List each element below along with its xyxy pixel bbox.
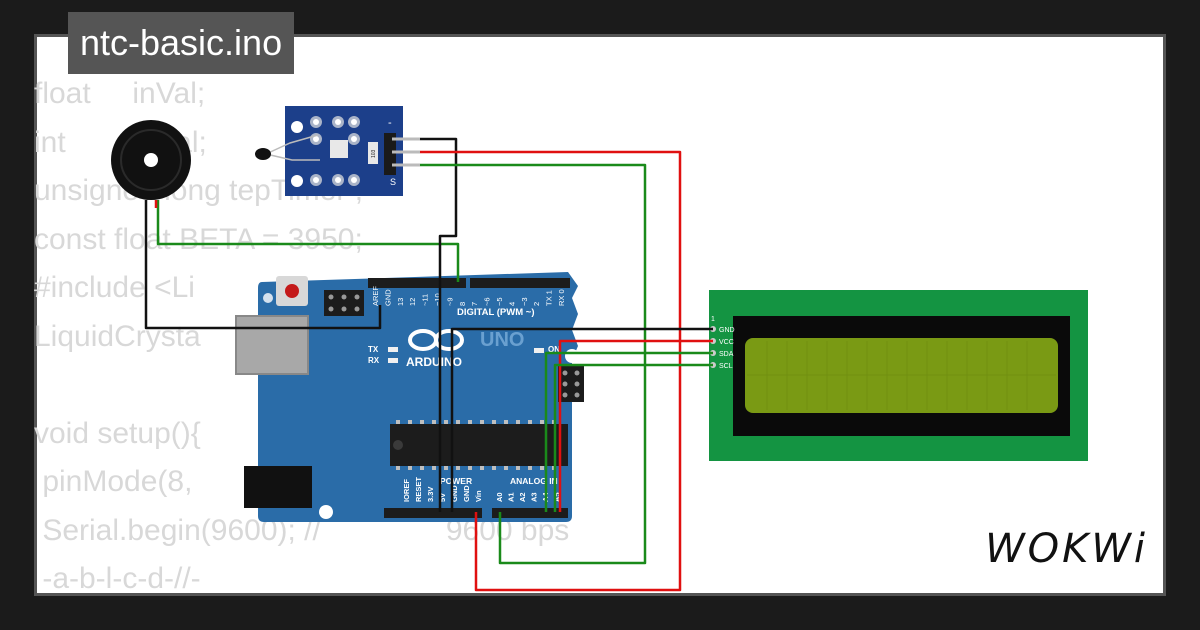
chip-pin	[516, 466, 520, 470]
code-line: LiquidCrysta	[34, 319, 201, 353]
lcd-pin-gnd: GND	[719, 327, 735, 334]
pin-label: GND	[383, 289, 392, 306]
pin-label: 8	[458, 302, 467, 306]
uno-label: UNO	[480, 329, 524, 351]
pin-label: IOREF	[402, 479, 411, 502]
lcd-pin-index: 1	[711, 316, 715, 323]
chip-pin	[432, 420, 436, 424]
code-line: const float BETA = 3950;	[34, 222, 363, 256]
pin-label: GND	[450, 485, 459, 502]
pin-label: ~10	[433, 293, 442, 306]
chip-pin	[468, 420, 472, 424]
lcd-display-icon[interactable]: 1 GND VCC SDA SCL	[709, 290, 1088, 461]
buzzer-icon[interactable]	[111, 120, 191, 200]
chip-pin	[504, 420, 508, 424]
ntc-pin-minus: -	[388, 117, 392, 129]
tx-label: TX	[368, 345, 379, 354]
resistor-label: 103	[371, 149, 377, 158]
wire-lcd-gnd	[450, 327, 713, 512]
lcd-pin-scl: SCL	[719, 363, 733, 370]
wire-lcd-vcc	[558, 339, 713, 512]
chip-pin	[540, 420, 544, 424]
chip-pin	[408, 420, 412, 424]
chip-pin	[540, 466, 544, 470]
code-line: -a-b-l-c-d-//-	[34, 562, 201, 595]
pin-label: ~11	[421, 294, 430, 306]
pin-label: 5V	[438, 493, 447, 502]
wire-buzzer-gnd	[144, 200, 382, 330]
wires	[144, 137, 713, 592]
pin-label: RX 0	[557, 289, 566, 306]
chip-pin	[492, 466, 496, 470]
ntc-sensor-icon[interactable]: 103 - S	[255, 106, 420, 196]
pin-label: 2	[532, 302, 541, 306]
wire-ntc-signal	[420, 163, 647, 565]
ntc-pin-s: S	[390, 177, 396, 187]
chip-pin	[504, 466, 508, 470]
wire-ntc-gnd	[420, 137, 458, 512]
wire-ntc-vcc	[420, 150, 682, 592]
chip-pin	[528, 466, 532, 470]
pin-label: A2	[518, 492, 527, 502]
pin-label: 3.3V	[426, 487, 435, 502]
chip-pin	[480, 420, 484, 424]
arduino-uno-icon[interactable]: DIGITAL (PWM ~) ARDUINO UNO ON TX RX POW…	[235, 272, 584, 522]
chip-pin	[432, 466, 436, 470]
chip-pin	[420, 466, 424, 470]
project-title: ntc-basic.ino	[68, 12, 295, 74]
analog-label: ANALOG IN	[510, 476, 558, 486]
pin-label: 4	[507, 302, 516, 306]
pin-label: 12	[408, 298, 417, 306]
arduino-brand-label: ARDUINO	[406, 355, 462, 369]
lcd-pin-sda: SDA	[719, 351, 734, 358]
power-label: POWER	[440, 476, 472, 486]
code-line: #include <Li	[34, 271, 195, 304]
pin-label: A0	[495, 492, 504, 502]
pin-label: Vin	[474, 490, 483, 502]
chip-pin	[444, 466, 448, 470]
pin-label: A1	[507, 492, 516, 502]
chip-pin	[456, 420, 460, 424]
pin-label: RESET	[414, 477, 423, 502]
chip-pin	[480, 466, 484, 470]
pin-label: 13	[396, 298, 405, 306]
chip-pin	[396, 466, 400, 470]
rx-label: RX	[368, 356, 380, 365]
chip-pin	[456, 466, 460, 470]
chip-pin	[528, 420, 532, 424]
code-line: void setup(){	[34, 416, 201, 450]
wire-buzzer-signal	[156, 200, 460, 282]
chip-pin	[420, 420, 424, 424]
pin-label: A5	[553, 492, 562, 502]
pin-label: ~5	[495, 297, 504, 306]
digital-label: DIGITAL (PWM ~)	[457, 307, 535, 318]
lcd-pin-vcc: VCC	[719, 339, 734, 346]
wire-lcd-sda	[544, 351, 713, 512]
pin-label: ~3	[520, 297, 529, 306]
pin-label: TX 1	[545, 290, 554, 306]
pin-label: AREF	[371, 286, 380, 306]
chip-pin	[468, 466, 472, 470]
pin-label: GND	[462, 485, 471, 502]
pin-label: ~9	[445, 297, 454, 306]
chip-pin	[444, 420, 448, 424]
chip-pin	[396, 420, 400, 424]
pin-label: ~6	[483, 297, 492, 306]
wokwi-logo: WOKWi	[985, 526, 1148, 572]
chip-pin	[492, 420, 496, 424]
pin-label: 7	[470, 302, 479, 306]
wire-lcd-scl	[553, 363, 713, 512]
pin-label: A3	[530, 492, 539, 502]
code-line: pinMode(8,	[34, 465, 193, 498]
on-label: ON	[548, 345, 560, 354]
chip-pin	[408, 466, 412, 470]
chip-pin	[516, 420, 520, 424]
code-line: float inVal;	[34, 77, 206, 110]
